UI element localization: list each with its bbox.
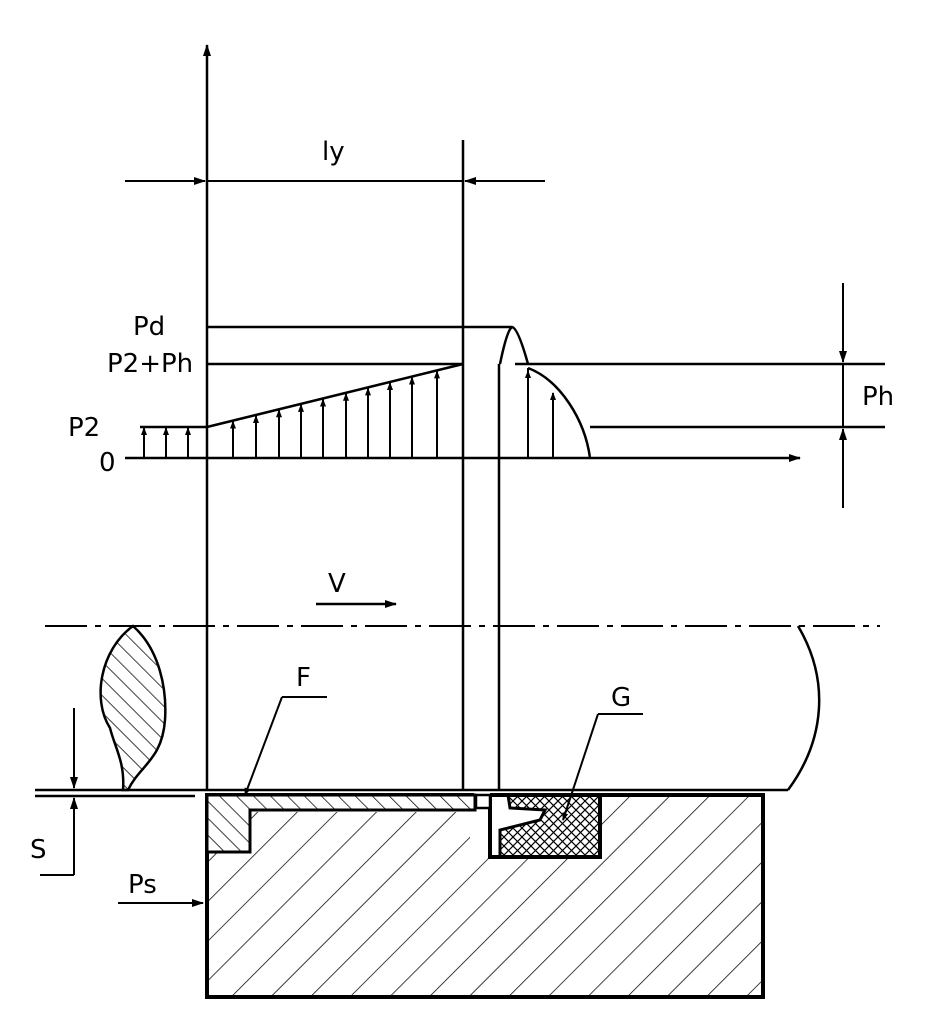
g-leader [562,713,643,821]
label-ly: ly [322,137,345,167]
pressure-curve [527,366,592,459]
label-v: V [328,569,346,599]
label-g: G [611,683,631,713]
bushing-f [205,793,492,854]
label-pd: Pd [133,312,165,342]
s-dimension [40,708,78,876]
shaft-section [99,624,167,792]
seal-projection-lines [497,364,529,790]
housing-body [205,793,765,999]
seal-g [498,793,602,859]
label-ph: Ph [862,382,894,412]
pressure-arrows [141,370,556,458]
label-zero: 0 [99,448,116,478]
label-s: S [30,835,47,865]
ly-dimension [125,140,545,790]
label-p2: P2 [68,413,100,443]
label-p2-ph: P2+Ph [107,349,193,379]
label-f: F [296,663,311,693]
label-ps: Ps [128,870,157,900]
f-leader [244,696,327,796]
shaft-outline [35,625,821,798]
pressure-levels [140,325,885,429]
